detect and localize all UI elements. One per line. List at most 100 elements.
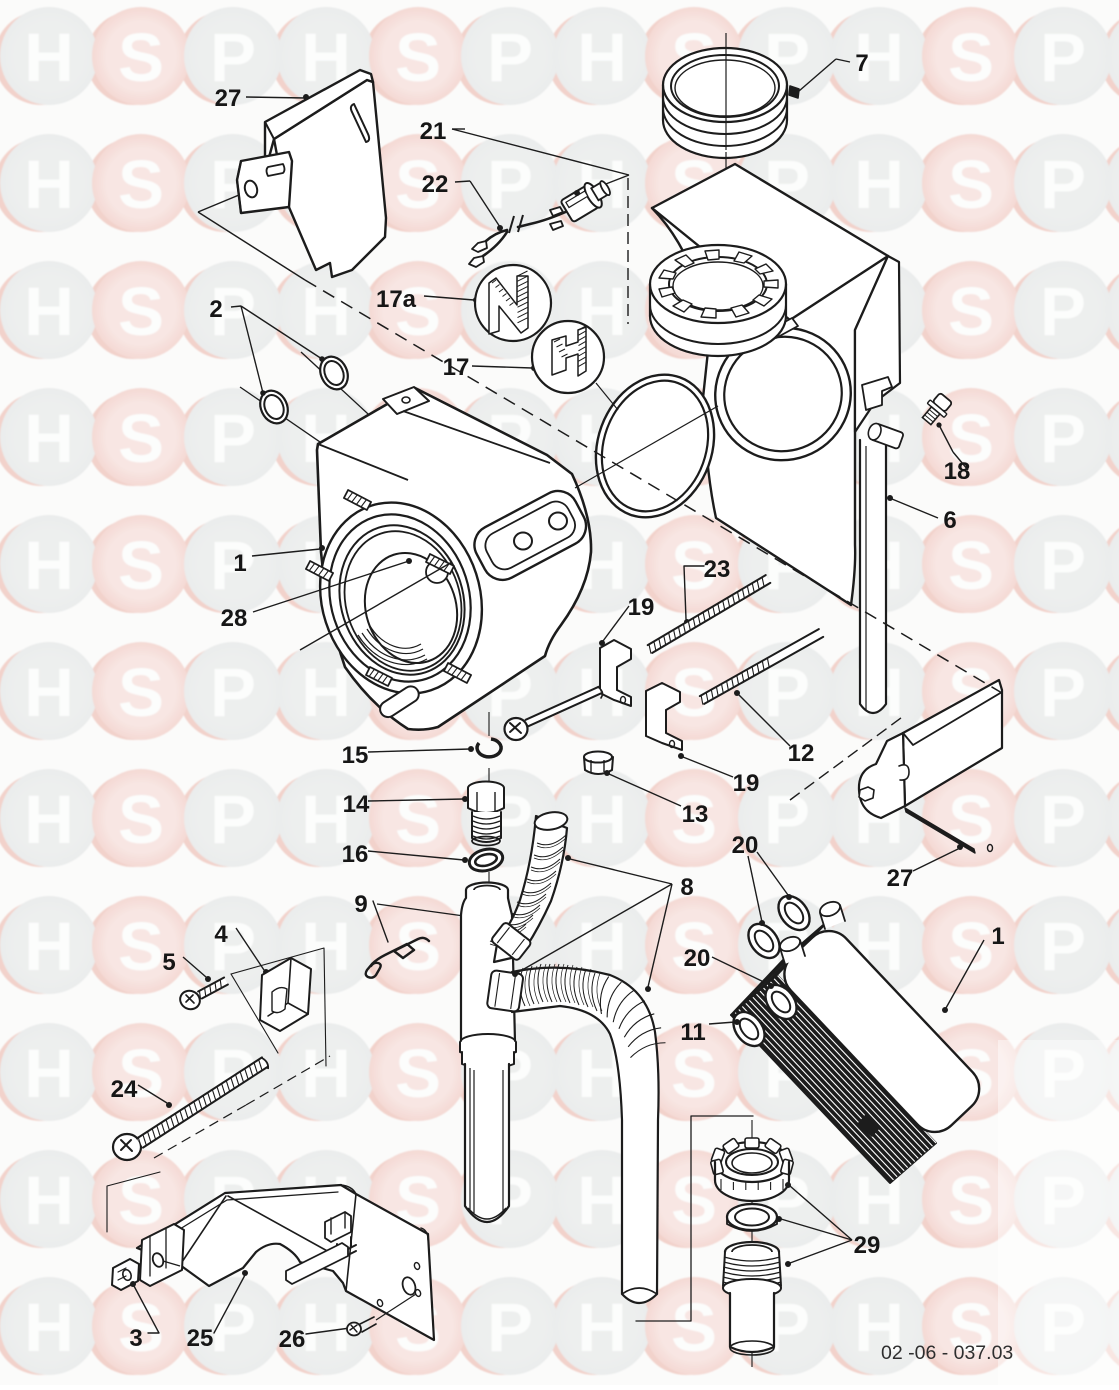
svg-text:P: P	[210, 654, 256, 731]
svg-text:17: 17	[443, 354, 470, 381]
svg-text:H: H	[301, 273, 351, 350]
svg-text:S: S	[118, 781, 164, 858]
svg-text:20: 20	[732, 832, 759, 859]
svg-text:27: 27	[887, 865, 914, 892]
svg-text:S: S	[118, 654, 164, 731]
svg-text:P: P	[210, 527, 256, 604]
svg-text:17a: 17a	[376, 286, 417, 313]
svg-text:S: S	[118, 273, 164, 350]
svg-text:P: P	[487, 19, 533, 96]
svg-text:P: P	[1040, 146, 1086, 223]
svg-text:12: 12	[788, 740, 815, 767]
svg-text:1: 1	[233, 550, 246, 577]
svg-text:18: 18	[944, 458, 971, 485]
svg-text:S: S	[395, 146, 441, 223]
svg-text:7: 7	[855, 50, 868, 77]
svg-text:H: H	[24, 654, 74, 731]
svg-text:S: S	[671, 1035, 717, 1112]
svg-text:H: H	[301, 654, 351, 731]
svg-text:19: 19	[733, 770, 760, 797]
svg-text:9: 9	[354, 891, 367, 918]
svg-text:P: P	[1040, 1162, 1086, 1239]
svg-text:22: 22	[422, 171, 449, 198]
svg-text:P: P	[1040, 1035, 1086, 1112]
svg-text:24: 24	[111, 1076, 138, 1103]
svg-text:S: S	[671, 781, 717, 858]
svg-text:02 -06 - 037.03: 02 -06 - 037.03	[881, 1342, 1013, 1364]
svg-text:P: P	[210, 781, 256, 858]
svg-text:H: H	[24, 400, 74, 477]
svg-text:H: H	[301, 1289, 351, 1366]
svg-text:H: H	[854, 1289, 904, 1366]
svg-text:5: 5	[162, 949, 175, 976]
svg-text:25: 25	[187, 1325, 214, 1352]
svg-text:S: S	[948, 19, 994, 96]
svg-text:P: P	[1040, 1289, 1086, 1366]
svg-text:28: 28	[221, 605, 248, 632]
svg-text:P: P	[764, 781, 810, 858]
svg-text:H: H	[577, 1289, 627, 1366]
svg-text:6: 6	[943, 507, 956, 534]
svg-text:S: S	[118, 19, 164, 96]
svg-text:H: H	[854, 19, 904, 96]
svg-text:S: S	[118, 1035, 164, 1112]
svg-text:1: 1	[991, 923, 1004, 950]
svg-text:H: H	[24, 908, 74, 985]
svg-text:13: 13	[682, 801, 709, 828]
svg-text:H: H	[24, 527, 74, 604]
svg-text:P: P	[210, 400, 256, 477]
svg-text:26: 26	[279, 1326, 306, 1353]
svg-text:2: 2	[209, 296, 222, 323]
svg-text:S: S	[118, 908, 164, 985]
svg-text:3: 3	[129, 1325, 142, 1352]
svg-text:27: 27	[215, 85, 242, 112]
svg-text:11: 11	[680, 1019, 705, 1046]
svg-text:H: H	[24, 273, 74, 350]
svg-text:S: S	[118, 527, 164, 604]
svg-text:H: H	[24, 1289, 74, 1366]
svg-text:29: 29	[854, 1232, 881, 1259]
svg-text:P: P	[210, 19, 256, 96]
svg-text:S: S	[948, 527, 994, 604]
svg-text:19: 19	[628, 594, 655, 621]
svg-text:H: H	[24, 1035, 74, 1112]
svg-text:S: S	[948, 1289, 994, 1366]
svg-text:S: S	[948, 908, 994, 985]
svg-text:H: H	[577, 19, 627, 96]
svg-text:H: H	[301, 781, 351, 858]
svg-text:S: S	[395, 781, 441, 858]
svg-text:15: 15	[342, 742, 369, 769]
svg-text:S: S	[948, 400, 994, 477]
svg-text:21: 21	[420, 118, 447, 145]
svg-text:S: S	[118, 146, 164, 223]
svg-text:S: S	[671, 1289, 717, 1366]
svg-text:S: S	[118, 400, 164, 477]
svg-text:S: S	[948, 1162, 994, 1239]
svg-text:14: 14	[343, 791, 370, 818]
svg-text:H: H	[24, 781, 74, 858]
svg-text:S: S	[671, 908, 717, 985]
svg-text:P: P	[1040, 781, 1086, 858]
svg-text:P: P	[1040, 19, 1086, 96]
svg-text:4: 4	[214, 921, 228, 948]
svg-text:S: S	[671, 1162, 717, 1239]
svg-text:S: S	[395, 19, 441, 96]
svg-text:H: H	[24, 19, 74, 96]
svg-text:S: S	[948, 781, 994, 858]
svg-text:H: H	[577, 1162, 627, 1239]
svg-text:P: P	[1040, 908, 1086, 985]
svg-text:S: S	[395, 1035, 441, 1112]
svg-text:P: P	[487, 1289, 533, 1366]
svg-text:P: P	[1040, 527, 1086, 604]
svg-text:16: 16	[342, 841, 369, 868]
svg-text:P: P	[1040, 654, 1086, 731]
svg-text:H: H	[24, 1162, 74, 1239]
svg-text:S: S	[118, 1162, 164, 1239]
svg-text:P: P	[1040, 400, 1086, 477]
svg-text:H: H	[24, 146, 74, 223]
svg-text:P: P	[1040, 273, 1086, 350]
svg-text:P: P	[487, 146, 533, 223]
svg-text:S: S	[948, 273, 994, 350]
svg-text:H: H	[854, 146, 904, 223]
svg-text:H: H	[577, 781, 627, 858]
